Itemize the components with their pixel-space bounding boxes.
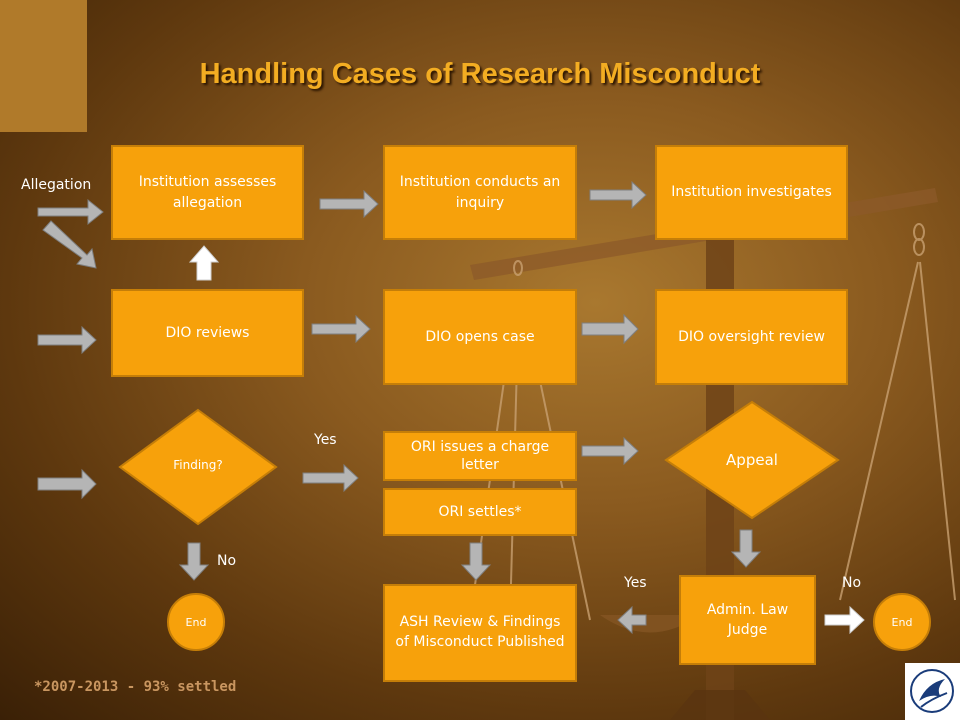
finding-label: Finding?	[173, 458, 223, 472]
box-dio-reviews: DIO reviews	[111, 289, 304, 377]
arrow-settles-to-ash	[460, 542, 492, 581]
arrow-into-finding	[37, 468, 97, 500]
arrow-to-dio-opens	[311, 314, 371, 344]
arrow-diagonal-allegation	[42, 220, 97, 269]
end-left: End	[167, 593, 225, 651]
box-dio-opens-case: DIO opens case	[383, 289, 577, 385]
yes-label-alj: Yes	[624, 575, 647, 591]
arrow-no-to-end	[178, 542, 210, 581]
arrow-to-inquiry	[319, 189, 379, 219]
appeal-diamond	[664, 400, 840, 520]
arrow-alj-yes-to-ash	[617, 605, 647, 635]
no-label-alj: No	[842, 575, 862, 591]
arrow-alj-no-to-end	[824, 605, 865, 635]
arrow-appeal-to-alj	[730, 529, 762, 568]
box-institution-investigates: Institution investigates	[655, 145, 848, 240]
arrow-to-dio-oversight	[581, 313, 639, 345]
no-label-finding: No	[217, 553, 237, 569]
arrow-yes-to-charge	[302, 463, 359, 493]
finding-diamond	[118, 408, 278, 526]
box-ori-settles: ORI settles*	[383, 488, 577, 536]
box-admin-law-judge: Admin. Law Judge	[679, 575, 816, 665]
box-institution-assesses: Institution assesses allegation	[111, 145, 304, 240]
end-right: End	[873, 593, 931, 651]
allegation-label: Allegation	[21, 177, 92, 193]
yes-label-finding: Yes	[314, 432, 337, 448]
hhs-logo	[905, 663, 960, 720]
corner-block	[0, 0, 87, 132]
arrow-into-dio-reviews	[37, 325, 97, 355]
arrow-to-appeal	[581, 436, 639, 466]
arrow-dio-reviews-up	[188, 245, 220, 281]
arrow-to-investigates	[589, 180, 647, 210]
appeal-label: Appeal	[726, 451, 778, 469]
arrows	[37, 180, 762, 635]
box-ori-charge-letter: ORI issues a charge letter	[383, 431, 577, 481]
footnote: *2007-2013 - 93% settled	[34, 679, 237, 695]
box-dio-oversight: DIO oversight review	[655, 289, 848, 385]
box-ash-review: ASH Review & Findings of Misconduct Publ…	[383, 584, 577, 682]
arrow-allegation	[37, 198, 104, 226]
slide-title: Handling Cases of Research Misconduct	[199, 58, 761, 90]
box-institution-inquiry: Institution conducts an inquiry	[383, 145, 577, 240]
